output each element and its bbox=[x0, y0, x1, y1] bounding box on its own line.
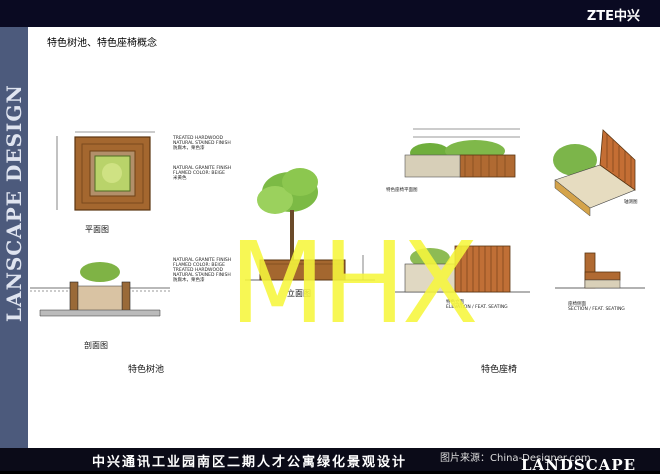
sidebar-title: LANSCAPE DESIGN bbox=[2, 84, 26, 322]
tree-pool-section bbox=[30, 262, 170, 317]
tree-note-section: NATURAL GRANITE FINISH FLAMED COLOR: BEI… bbox=[173, 258, 232, 283]
watermark-mhx: MHX bbox=[229, 219, 479, 349]
elevation-caption: 立面图 bbox=[287, 289, 311, 298]
bench-elevation bbox=[395, 245, 530, 293]
landscape-label: LANDSCAPE bbox=[521, 456, 637, 474]
bench-plan-title: 特色座椅平面图 bbox=[386, 188, 418, 193]
bench-axon-label: 轴测图 bbox=[624, 200, 638, 205]
bench-side-section bbox=[555, 252, 645, 289]
drawing-panel bbox=[28, 27, 660, 448]
tree-note-mid: NATURAL GRANITE FINISH FLAMED COLOR: BEI… bbox=[173, 166, 232, 181]
page-heading: 特色树池、特色座椅概念 bbox=[47, 38, 157, 49]
top-bar bbox=[0, 0, 660, 27]
tree-pool-title: 特色树池 bbox=[128, 365, 165, 375]
tree-elevation bbox=[245, 168, 375, 281]
project-title: 中兴通讯工业园南区二期人才公寓绿化景观设计 bbox=[92, 455, 408, 470]
tree-pool-plan bbox=[56, 131, 155, 211]
image-source: 图片来源：China-Designer.com bbox=[440, 453, 591, 464]
brand-logo: ZTE中兴 bbox=[586, 9, 640, 24]
bottom-bar bbox=[0, 448, 660, 471]
bench-axonometric bbox=[553, 129, 636, 217]
sidebar bbox=[0, 27, 28, 451]
bench-plan bbox=[404, 128, 520, 178]
section-caption: 剖面图 bbox=[84, 341, 108, 350]
plan-caption: 平面图 bbox=[85, 225, 109, 234]
bench-title: 特色座椅 bbox=[481, 365, 518, 375]
